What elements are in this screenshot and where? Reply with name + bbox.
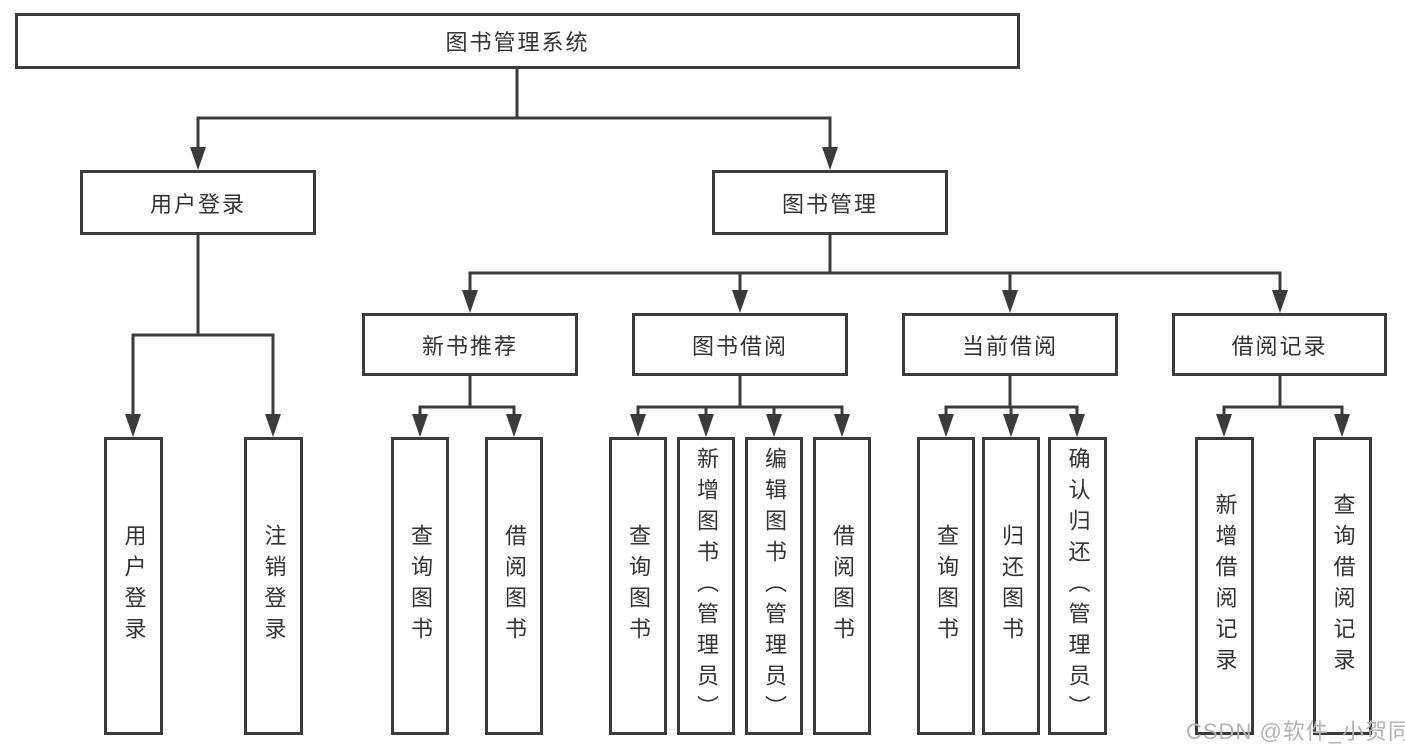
node-label: 新书推荐 [421,333,518,359]
node-label: 图书借阅 [691,333,788,359]
node-new-book-recommend: 新书推荐 [362,313,578,376]
node-label: 确认归还（管理员） [1065,446,1091,726]
node-label: 编辑图书（管理员） [762,446,787,726]
leaf-borrow-book-1: 借阅图书 [485,437,543,735]
leaf-logout: 注销登录 [244,437,303,735]
arrow-down-icon [1002,290,1018,313]
arrow-down-icon [1272,290,1288,313]
arrow-down-icon [462,290,478,313]
connector-root-to-level2 [190,69,838,170]
node-label: 新增图书（管理员） [694,446,719,726]
node-borrow-record: 借阅记录 [1172,313,1387,376]
connector-borrow-to-leaves [630,376,850,437]
arrow-down-icon [1003,414,1019,437]
node-label: 当前借阅 [961,333,1058,359]
arrow-down-icon [1069,414,1085,437]
node-book-management: 图书管理 [712,170,948,235]
arrow-down-icon [506,414,522,437]
leaf-confirm-return-admin: 确认归还（管理员） [1048,437,1107,735]
arrow-down-icon [766,414,782,437]
arrow-down-icon [190,147,206,170]
node-label: 用户登录 [149,191,246,217]
leaf-query-borrow-record: 查询借阅记录 [1313,437,1372,735]
arrow-down-icon [265,414,281,437]
node-label: 归还图书 [999,524,1024,648]
node-current-borrow: 当前借阅 [902,313,1118,376]
leaf-edit-book-admin: 编辑图书（管理员） [745,437,803,735]
leaf-user-login: 用户登录 [104,437,163,735]
node-label: 借阅记录 [1231,333,1328,359]
arrow-down-icon [834,414,850,437]
arrow-down-icon [1334,414,1350,437]
node-label: 图书管理系统 [445,30,590,55]
connector-newbook-to-leaves [412,376,522,437]
arrow-down-icon [698,414,714,437]
connector-record-to-leaves [1216,376,1350,437]
leaf-borrow-book-2: 借阅图书 [813,437,871,735]
node-label: 用户登录 [121,524,147,648]
node-user-login: 用户登录 [80,170,316,235]
node-label: 查询图书 [408,524,433,648]
arrow-down-icon [822,147,838,170]
node-label: 图书管理 [781,191,878,217]
node-label: 查询图书 [626,524,651,648]
arrow-down-icon [630,414,646,437]
node-book-borrow: 图书借阅 [632,313,848,376]
connector-bookmgmt-to-level3 [462,235,1288,313]
leaf-return-book: 归还图书 [982,437,1040,735]
node-label: 查询借阅记录 [1330,493,1356,679]
node-label: 注销登录 [261,524,287,648]
leaf-query-book-2: 查询图书 [609,437,667,735]
connector-current-to-leaves [938,376,1085,437]
connector-userlogin-to-leaves [125,235,281,437]
leaf-add-borrow-record: 新增借阅记录 [1195,437,1254,735]
arrow-down-icon [732,290,748,313]
arrow-down-icon [412,414,428,437]
watermark: CSDN @软件_小贺同学 [1186,719,1405,744]
leaf-query-book-3: 查询图书 [917,437,975,735]
leaf-add-book-admin: 新增图书（管理员） [677,437,735,735]
node-label: 借阅图书 [830,524,855,648]
node-root-system: 图书管理系统 [15,13,1020,69]
node-label: 查询图书 [934,524,959,648]
arrow-down-icon [938,414,954,437]
arrow-down-icon [1216,414,1232,437]
leaf-query-book-1: 查询图书 [391,437,449,735]
node-label: 新增借阅记录 [1212,493,1238,679]
node-label: 借阅图书 [502,524,527,648]
arrow-down-icon [125,414,141,437]
